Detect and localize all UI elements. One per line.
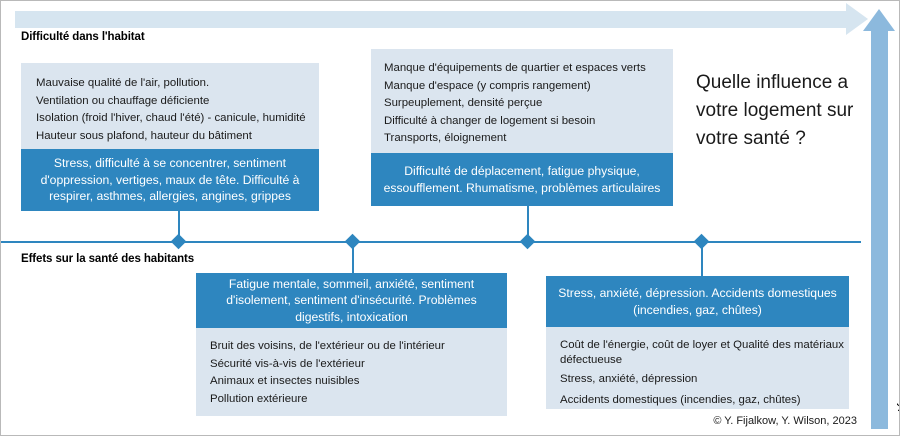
main-question: Quelle influence a votre logement sur vo… bbox=[696, 72, 854, 149]
section-label-health: Effets sur la santé des habitants bbox=[21, 253, 195, 265]
list-item: Pollution extérieure bbox=[210, 392, 308, 405]
box3-effect-panel: Fatigue mentale, sommeil, anxiété, senti… bbox=[196, 273, 507, 328]
horizontal-arrow-head-icon bbox=[846, 3, 868, 35]
box1-causes-list: Mauvaise qualité de l'air, pollution. Ve… bbox=[36, 75, 319, 145]
list-item: Accidents domestiques (incendies, gaz, c… bbox=[560, 393, 801, 406]
list-item: Difficulté à changer de logement si beso… bbox=[384, 114, 596, 127]
box4-causes-panel: Coût de l'énergie, coût de loyer et Qual… bbox=[546, 327, 849, 409]
box2-causes-list: Manque d'équipements de quartier et espa… bbox=[384, 60, 673, 148]
list-item: Stress, anxiété, dépression bbox=[560, 373, 698, 385]
list-item: Manque d'équipements de quartier et espa… bbox=[384, 62, 646, 74]
axis-node-3[interactable] bbox=[519, 233, 536, 250]
list-item: Transports, éloignement bbox=[384, 132, 507, 144]
list-item: Surpeuplement, densité perçue bbox=[384, 97, 543, 109]
box-top-left[interactable]: Mauvaise qualité de l'air, pollution. Ve… bbox=[21, 63, 319, 211]
list-item: Coût de l'énergie, coût de loyer et Qual… bbox=[560, 339, 844, 366]
box2-effect-text: Difficulté de déplacement, fatigue physi… bbox=[383, 164, 661, 195]
list-item: Isolation (froid l'hiver, chaud l'été) -… bbox=[36, 112, 306, 124]
box1-causes-panel: Mauvaise qualité de l'air, pollution. Ve… bbox=[21, 63, 319, 149]
list-item: Sécurité vis-à-vis de l'extérieur bbox=[210, 357, 365, 370]
horizontal-arrow-shaft bbox=[15, 11, 847, 28]
box-top-right[interactable]: Manque d'équipements de quartier et espa… bbox=[371, 49, 673, 206]
box4-causes-list: Coût de l'énergie, coût de loyer et Qual… bbox=[560, 338, 849, 412]
list-item: Ventilation ou chauffage déficiente bbox=[36, 94, 210, 107]
list-item: Mauvaise qualité de l'air, pollution. bbox=[36, 77, 210, 89]
section-label-habitat: Difficulté dans l'habitat bbox=[21, 31, 145, 43]
connector-box3 bbox=[352, 242, 354, 274]
connector-box1 bbox=[178, 211, 180, 242]
box4-effect-panel: Stress, anxiété, dépression. Accidents d… bbox=[546, 276, 849, 327]
box-bottom-right[interactable]: Stress, anxiété, dépression. Accidents d… bbox=[546, 276, 849, 409]
box3-causes-panel: Bruit des voisins, de l'extérieur ou de … bbox=[196, 328, 507, 416]
box3-causes-list: Bruit des voisins, de l'extérieur ou de … bbox=[210, 338, 507, 408]
connector-box4 bbox=[701, 242, 703, 277]
vertical-arrow-shaft bbox=[871, 29, 888, 429]
list-item: Manque d'espace (y compris rangement) bbox=[384, 79, 591, 92]
connector-box2 bbox=[527, 206, 529, 242]
list-item: Hauteur sous plafond, hauteur du bâtimen… bbox=[36, 129, 252, 142]
box2-causes-panel: Manque d'équipements de quartier et espa… bbox=[371, 49, 673, 153]
box1-effect-text: Stress, difficulté à se concentrer, sent… bbox=[40, 156, 300, 204]
box3-effect-text: Fatigue mentale, sommeil, anxiété, senti… bbox=[226, 276, 477, 324]
vertical-arrow-head-icon bbox=[863, 9, 895, 31]
box2-effect-panel: Difficulté de déplacement, fatigue physi… bbox=[371, 153, 673, 206]
copyright-credit: © Y. Fijalkow, Y. Wilson, 2023 bbox=[713, 415, 857, 427]
box1-effect-panel: Stress, difficulté à se concentrer, sent… bbox=[21, 149, 319, 211]
box4-effect-text: Stress, anxiété, dépression. Accidents d… bbox=[558, 286, 837, 317]
list-item: Bruit des voisins, de l'extérieur ou de … bbox=[210, 340, 445, 352]
axis-node-4[interactable] bbox=[693, 233, 710, 250]
axis-node-2[interactable] bbox=[344, 233, 361, 250]
axis-node-1[interactable] bbox=[170, 233, 187, 250]
box-bottom-left[interactable]: Fatigue mentale, sommeil, anxiété, senti… bbox=[196, 273, 507, 416]
list-item: Animaux et insectes nuisibles bbox=[210, 375, 360, 387]
central-axis-line bbox=[1, 241, 861, 243]
